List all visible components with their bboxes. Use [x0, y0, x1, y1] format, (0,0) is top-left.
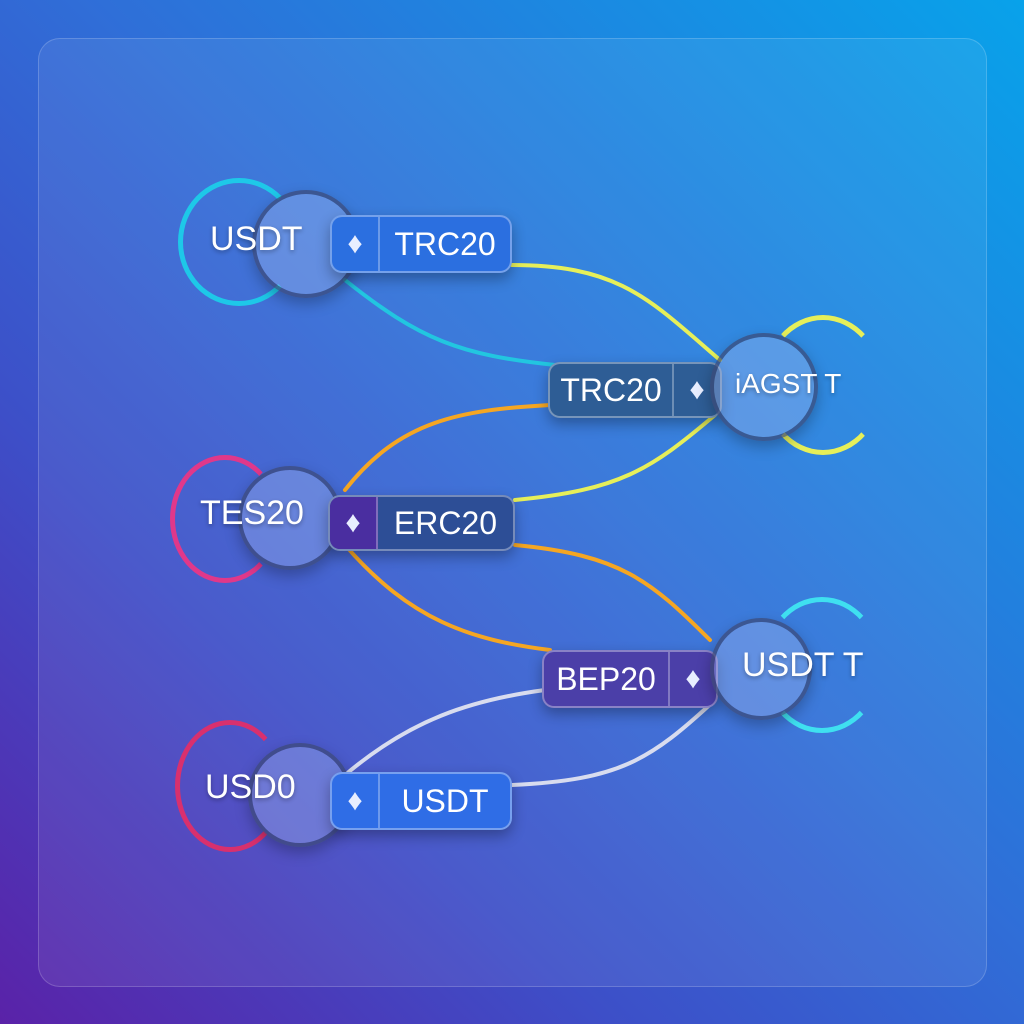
pill-usdt[interactable]: ♦ USDT: [330, 772, 512, 830]
node-ring: [178, 178, 300, 306]
link-orange-up: [343, 403, 552, 492]
pill-label: USDT: [401, 782, 489, 819]
node-label: USDT: [210, 220, 303, 258]
link-cyan: [343, 278, 557, 367]
node-ring: [762, 315, 884, 455]
ethereum-icon: ♦: [672, 364, 720, 416]
pill-bep20[interactable]: BEP20 ♦: [542, 650, 718, 708]
ethereum-icon: ♦: [332, 217, 380, 271]
node-label: USD0: [205, 768, 296, 806]
pill-trc20-mid[interactable]: TRC20 ♦: [548, 362, 722, 418]
node-ring: [170, 455, 280, 583]
node-ring: [175, 720, 285, 852]
node-label: iAGST T: [735, 368, 842, 399]
ethereum-icon: ♦: [332, 774, 380, 828]
link-yellow-top: [510, 263, 722, 362]
pill-trc20-top[interactable]: ♦ TRC20: [330, 215, 512, 273]
node-label: TES20: [200, 494, 304, 532]
node-top-right[interactable]: [710, 333, 818, 441]
ethereum-icon: ♦: [330, 497, 378, 549]
pill-label: TRC20: [560, 371, 662, 408]
link-orange-right: [513, 543, 712, 642]
node-bottom-right[interactable]: [710, 618, 812, 720]
ethereum-icon: ♦: [668, 652, 716, 706]
pill-label: BEP20: [556, 660, 656, 697]
link-yellow-mid: [513, 413, 717, 502]
link-orange-down: [343, 543, 552, 652]
node-ring: [762, 597, 882, 733]
pill-label: ERC20: [393, 504, 498, 541]
link-white-left: [343, 688, 547, 777]
node-mid-left[interactable]: [238, 466, 342, 570]
link-white-right: [510, 698, 717, 787]
pill-label: TRC20: [394, 225, 496, 262]
node-label: USDT T: [742, 646, 864, 684]
pill-erc20[interactable]: ♦ ERC20: [328, 495, 515, 551]
